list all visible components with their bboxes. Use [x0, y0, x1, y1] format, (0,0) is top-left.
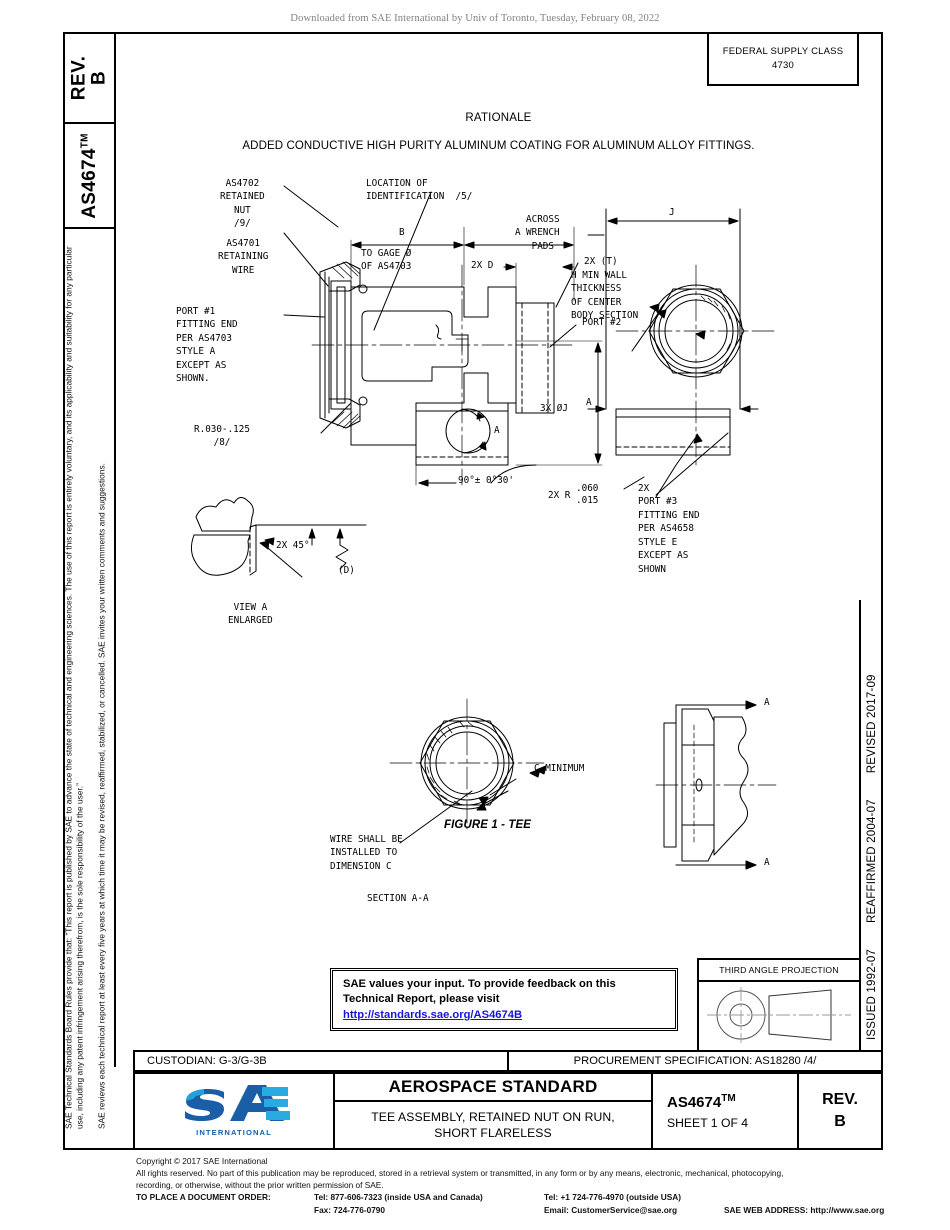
- footer-order-label: TO PLACE A DOCUMENT ORDER:: [136, 1192, 271, 1203]
- legal-notice-column: SAE Technical Standards Board Rules prov…: [63, 231, 116, 1129]
- standard-type: AEROSPACE STANDARD: [335, 1074, 651, 1102]
- feedback-link[interactable]: http://standards.sae.org/AS4674B: [343, 1008, 523, 1021]
- spine-revision-box: REV.B: [63, 32, 116, 124]
- third-angle-projection-title: THIRD ANGLE PROJECTION: [699, 960, 859, 982]
- dates-divider-line: [859, 600, 861, 1068]
- sheet-number: SHEET 1 OF 4: [667, 1115, 749, 1130]
- reaffirmed-date: REAFFIRMED 2004-07: [866, 799, 878, 923]
- figure-1-caption: FIGURE 1 - TEE: [443, 819, 532, 831]
- procurement-specification-field: PROCUREMENT SPECIFICATION: AS18280 /4/: [508, 1050, 883, 1072]
- revision-dates-column: ISSUED 1992-07 REAFFIRMED 2004-07 REVISE…: [860, 600, 884, 1040]
- federal-supply-class-value: 4730: [772, 60, 794, 71]
- sae-logo: INTERNATIONAL: [178, 1085, 290, 1137]
- issued-date: ISSUED 1992-07: [866, 948, 878, 1040]
- sae-logo-mark: [185, 1085, 290, 1121]
- footer-tel-inside: Tel: 877-606-7323 (inside USA and Canada…: [314, 1192, 483, 1203]
- footer-order-row-2: Fax: 724-776-0790 Email: CustomerService…: [136, 1205, 896, 1217]
- spine-document-box: AS4674TM: [63, 122, 116, 229]
- document-number-cell: AS4674TM SHEET 1 OF 4: [651, 1074, 797, 1148]
- figures-svg: [190, 185, 777, 870]
- third-angle-projection-symbol: [699, 982, 859, 1050]
- feedback-line-2: Technical Report, please visit: [343, 992, 500, 1005]
- sae-logo-subtext: INTERNATIONAL: [196, 1128, 272, 1137]
- spine-divider-line: [114, 229, 116, 1067]
- footer-rights-line-2: recording, or otherwise, without the pri…: [136, 1179, 384, 1190]
- rationale-body: ADDED CONDUCTIVE HIGH PURITY ALUMINUM CO…: [242, 140, 755, 152]
- footer-rights-line-1: All rights reserved. No part of this pub…: [136, 1167, 784, 1178]
- footer-copyright: Copyright © 2017 SAE International: [136, 1156, 268, 1166]
- footer-tel-outside: Tel: +1 724-776-4970 (outside USA): [544, 1192, 682, 1203]
- revision-label: REV.: [822, 1091, 858, 1109]
- feedback-line-1: SAE values your input. To provide feedba…: [343, 978, 616, 990]
- revision-value: B: [834, 1113, 846, 1130]
- download-watermark: Downloaded from SAE International by Uni…: [290, 13, 660, 24]
- title-block: INTERNATIONAL AEROSPACE STANDARD TEE ASS…: [133, 1072, 883, 1150]
- footer-email: Email: CustomerService@sae.org: [544, 1205, 678, 1216]
- third-angle-projection-box: THIRD ANGLE PROJECTION: [697, 958, 859, 1050]
- legal-paragraph-2: SAE reviews each technical report at lea…: [95, 463, 106, 1129]
- revision-cell: REV. B: [797, 1074, 881, 1148]
- title-block-titles: AEROSPACE STANDARD TEE ASSEMBLY, RETAINE…: [335, 1074, 651, 1148]
- document-number: AS4674TM: [667, 1092, 736, 1111]
- footer: Copyright © 2017 SAE International All r…: [136, 1156, 896, 1217]
- rationale-title: RATIONALE: [465, 112, 532, 124]
- spine-document-text: AS4674TM: [78, 132, 100, 219]
- sae-logo-cell: INTERNATIONAL: [135, 1074, 335, 1148]
- custodian-field: CUSTODIAN: G-3/G-3B: [133, 1050, 508, 1072]
- feedback-box: SAE values your input. To provide feedba…: [330, 968, 678, 1031]
- federal-supply-class-box: FEDERAL SUPPLY CLASS 4730: [707, 34, 859, 86]
- spine-revision-text: REV.B: [68, 55, 110, 101]
- federal-supply-class-label: FEDERAL SUPPLY CLASS: [722, 45, 844, 57]
- footer-order-row-1: TO PLACE A DOCUMENT ORDER: Tel: 877-606-…: [136, 1192, 896, 1204]
- footer-fax: Fax: 724-776-0790: [314, 1205, 386, 1216]
- revised-date: REVISED 2017-09: [866, 674, 878, 774]
- standard-subtitle: TEE ASSEMBLY, RETAINED NUT ON RUN,SHORT …: [371, 1109, 615, 1140]
- legal-paragraph-1: SAE Technical Standards Board Rules prov…: [63, 246, 85, 1129]
- footer-web: SAE WEB ADDRESS: http://www.sae.org: [724, 1205, 885, 1216]
